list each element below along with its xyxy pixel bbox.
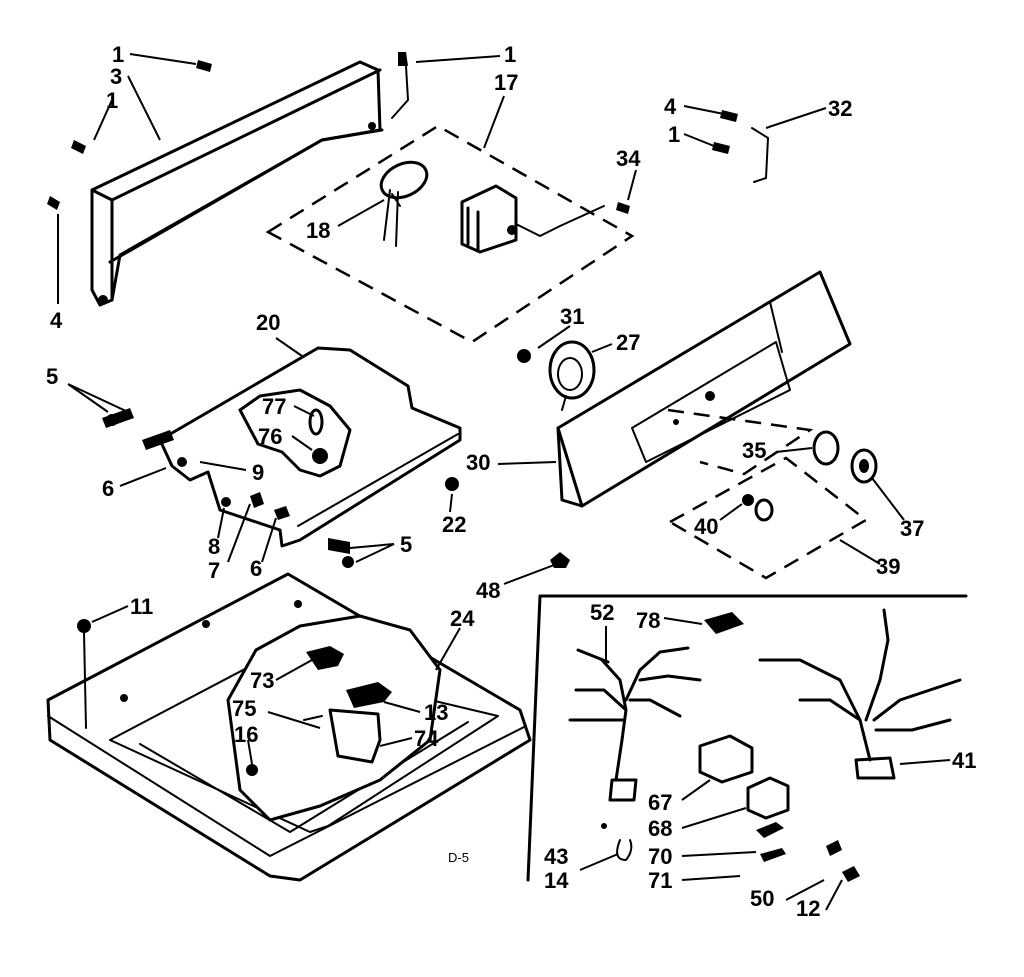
part-label-73: 73 bbox=[250, 668, 274, 693]
knob-part bbox=[517, 340, 596, 411]
part-label-41: 41 bbox=[952, 748, 976, 773]
timer-group-outline bbox=[265, 124, 635, 344]
part-label-52: 52 bbox=[590, 600, 614, 625]
part-label-20: 20 bbox=[256, 310, 280, 335]
part-label-14: 14 bbox=[544, 868, 569, 893]
switch-part bbox=[742, 494, 774, 522]
timer-part bbox=[460, 184, 605, 254]
part-label-37: 37 bbox=[900, 516, 924, 541]
part-label-48: 48 bbox=[476, 578, 500, 603]
part-label-18: 18 bbox=[306, 218, 330, 243]
part-label-6: 6 bbox=[102, 476, 114, 501]
part-label-35: 35 bbox=[742, 438, 766, 463]
part-label-67: 67 bbox=[648, 790, 672, 815]
screw-parts bbox=[47, 52, 738, 214]
selector-knob-part bbox=[812, 430, 878, 484]
part-label-31: 31 bbox=[560, 304, 584, 329]
washer-top-part bbox=[46, 572, 532, 882]
part-label-1: 1 bbox=[668, 122, 680, 147]
part-label-16: 16 bbox=[234, 722, 258, 747]
part-label-1: 1 bbox=[106, 88, 118, 113]
part-label-76: 76 bbox=[258, 424, 282, 449]
part-label-22: 22 bbox=[442, 512, 466, 537]
top-cover-part bbox=[102, 346, 462, 568]
part-label-3: 3 bbox=[110, 64, 122, 89]
part-label-6: 6 bbox=[250, 556, 262, 581]
bracket-group-outline bbox=[667, 456, 869, 580]
part-label-70: 70 bbox=[648, 844, 672, 869]
part-label-74: 74 bbox=[414, 726, 439, 751]
part-label-39: 39 bbox=[876, 554, 900, 579]
part-label-17: 17 bbox=[494, 70, 518, 95]
harness-frame bbox=[526, 594, 968, 882]
part-label-34: 34 bbox=[616, 146, 641, 171]
part-label-32: 32 bbox=[828, 96, 852, 121]
part-label-27: 27 bbox=[616, 330, 640, 355]
leader-lines bbox=[57, 53, 951, 911]
part-label-77: 77 bbox=[262, 394, 286, 419]
part-label-1: 1 bbox=[112, 42, 124, 67]
part-label-7: 7 bbox=[208, 558, 220, 583]
bracket-part bbox=[751, 127, 769, 183]
part-labels: 1 3 1 1 17 4 32 1 34 18 4 20 31 27 5 77 … bbox=[46, 42, 976, 921]
part-label-24: 24 bbox=[450, 606, 475, 631]
part-label-1: 1 bbox=[504, 42, 516, 67]
part-label-50: 50 bbox=[750, 886, 774, 911]
part-label-75: 75 bbox=[232, 696, 256, 721]
part-label-40: 40 bbox=[694, 514, 718, 539]
part-label-13: 13 bbox=[424, 700, 448, 725]
timer-motor-part bbox=[379, 160, 429, 247]
part-label-68: 68 bbox=[648, 816, 672, 841]
part-label-43: 43 bbox=[544, 844, 568, 869]
part-label-11: 11 bbox=[130, 594, 153, 619]
page-code: D-5 bbox=[448, 850, 469, 865]
part-label-12: 12 bbox=[796, 896, 820, 921]
part-label-8: 8 bbox=[208, 534, 220, 559]
part-label-5: 5 bbox=[46, 364, 58, 389]
part-label-4: 4 bbox=[50, 308, 63, 333]
backsplash-part bbox=[90, 60, 384, 307]
control-panel-part bbox=[556, 270, 852, 508]
wiring-harness-part bbox=[568, 608, 962, 882]
part-label-4: 4 bbox=[664, 94, 677, 119]
part-label-9: 9 bbox=[252, 460, 264, 485]
part-label-78: 78 bbox=[636, 608, 660, 633]
part-label-30: 30 bbox=[466, 450, 490, 475]
part-label-5: 5 bbox=[400, 532, 412, 557]
part-label-71: 71 bbox=[648, 868, 672, 893]
